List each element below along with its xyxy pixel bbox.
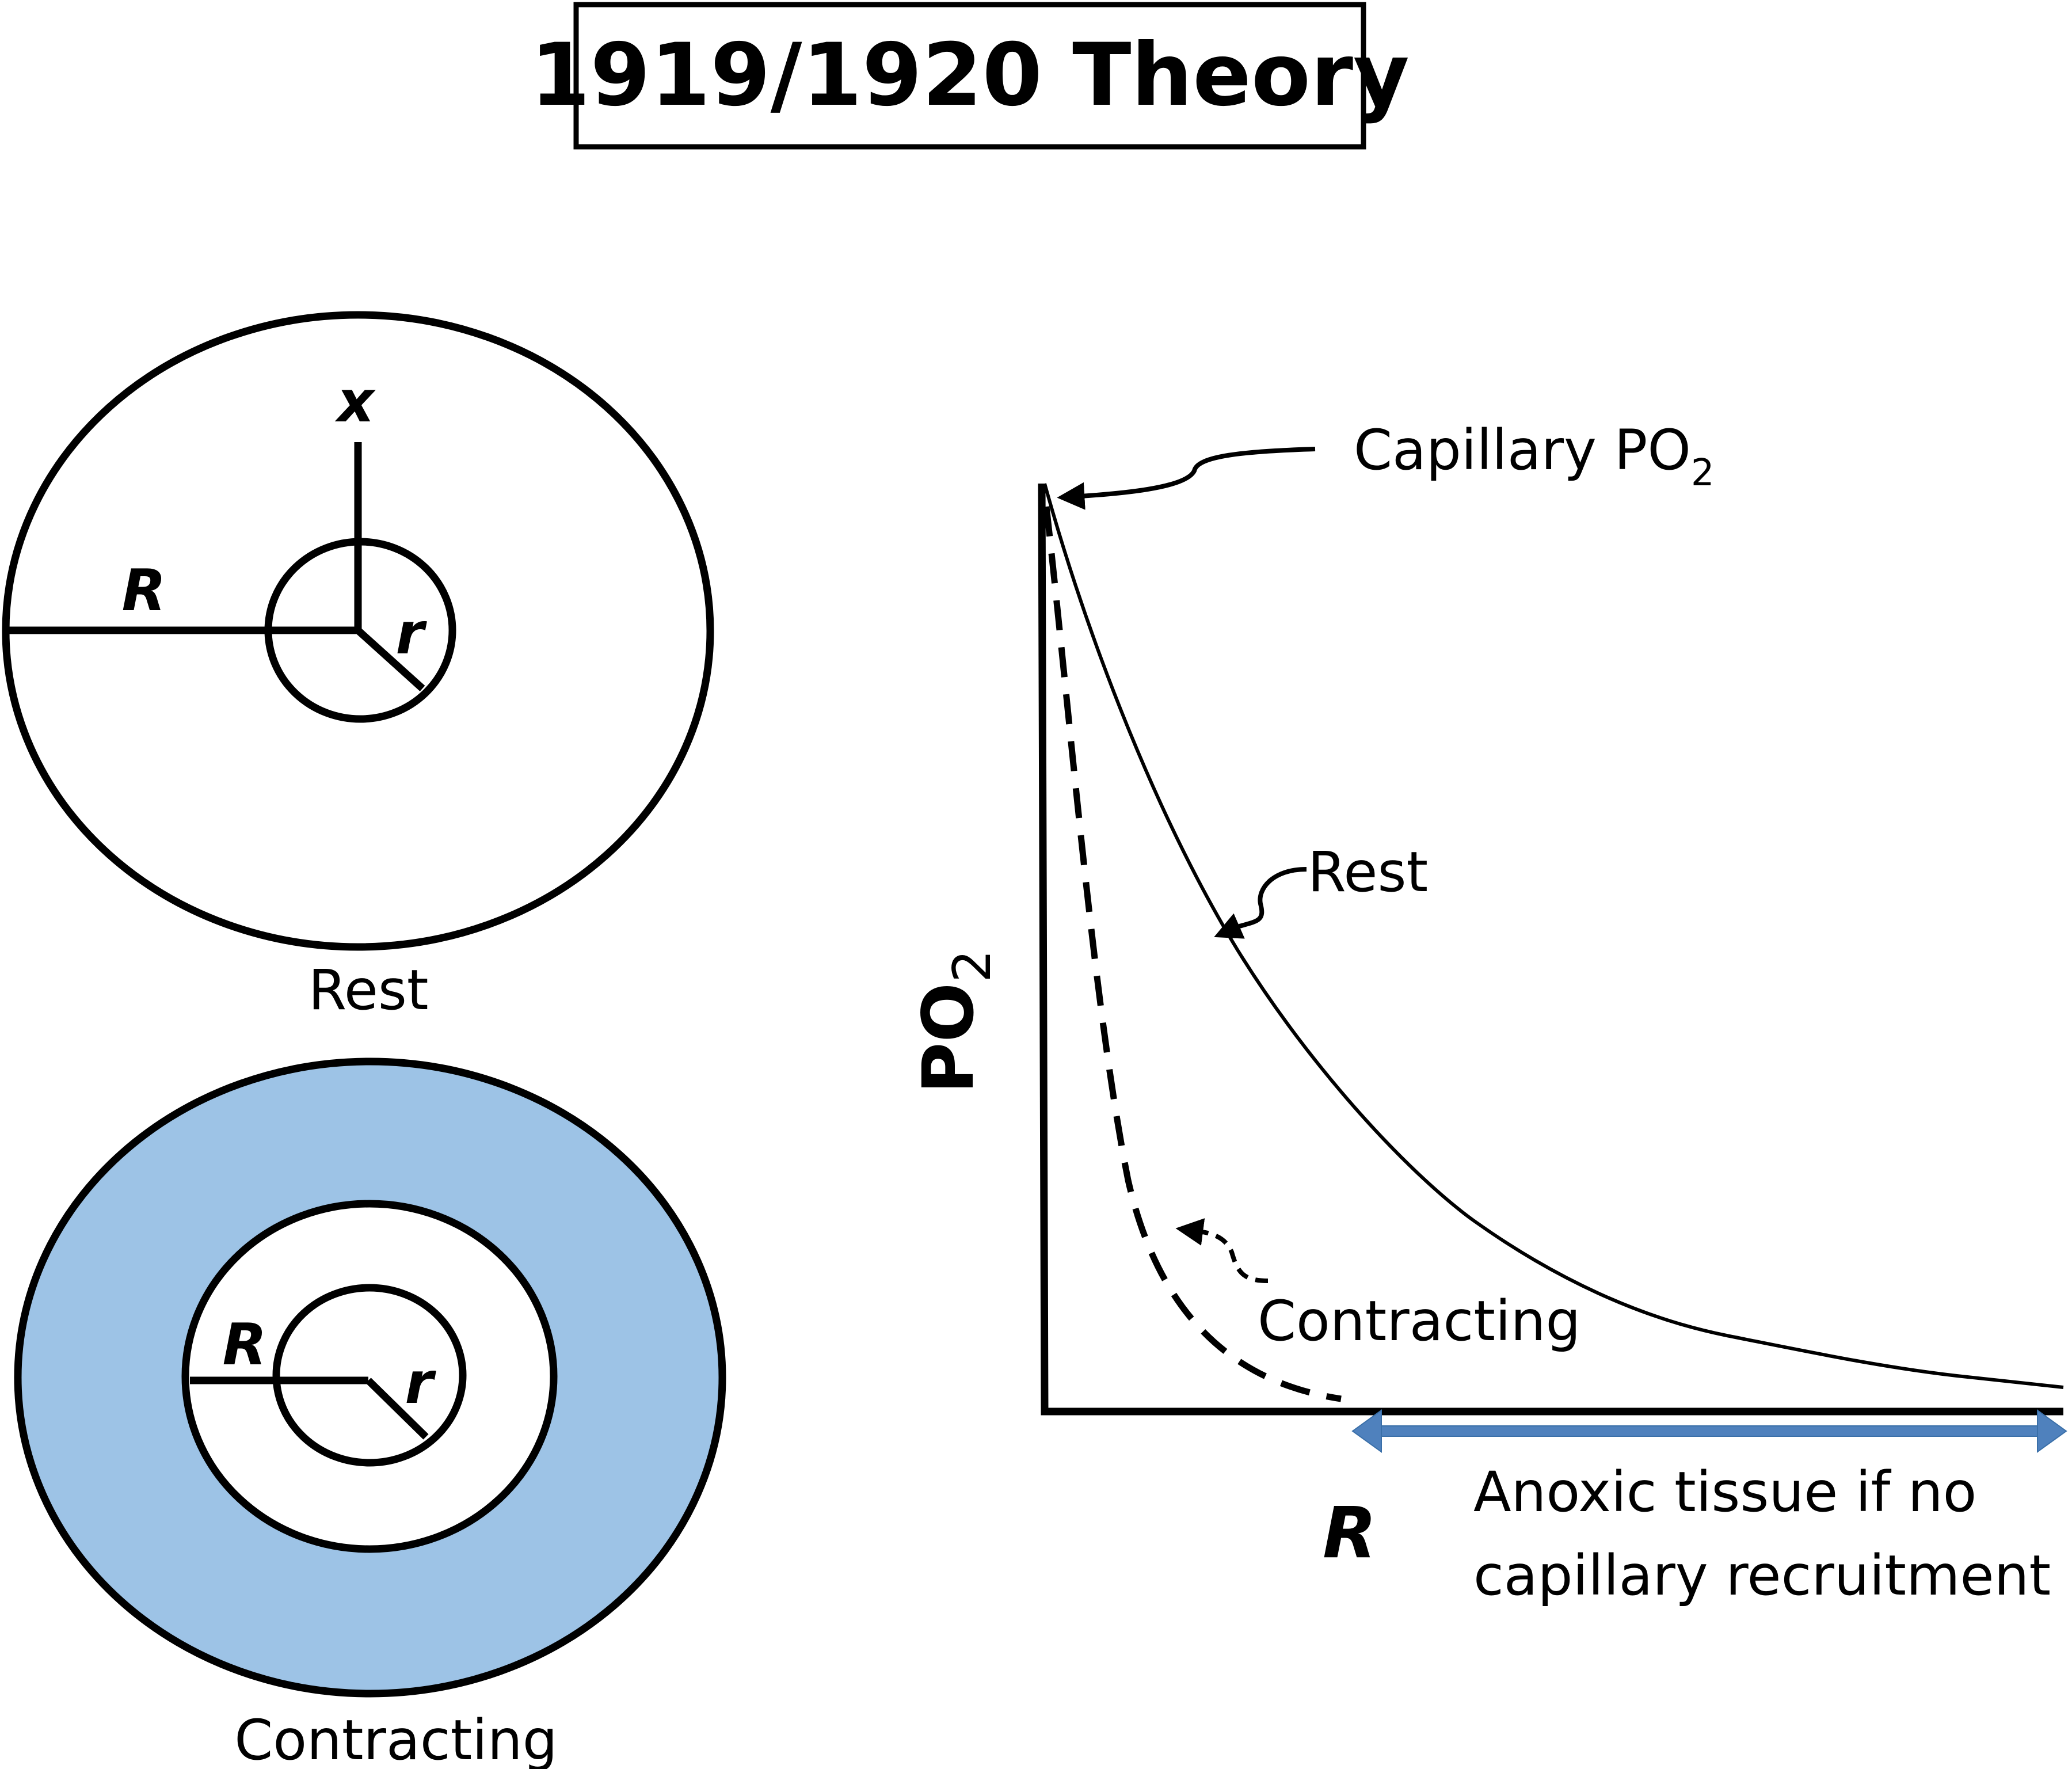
x-axis-label: R xyxy=(1323,1492,1377,1574)
capillary-po2-label: Capillary PO2 xyxy=(1354,418,1715,494)
anoxic-double-arrow xyxy=(1351,1409,2067,1453)
rest-label-r: r xyxy=(395,600,427,667)
anoxic-label-line1: Anoxic tissue if no xyxy=(1473,1460,1976,1524)
contracting-curve-label: Contracting xyxy=(1258,1289,1580,1353)
contracting-caption: Contracting xyxy=(234,1708,557,1769)
capillary-callout-arrow xyxy=(1057,447,1316,510)
contracting-radius-r-line xyxy=(365,1378,429,1440)
contracting-curve xyxy=(1043,506,1342,1402)
y-axis-label: PO2 xyxy=(908,950,1003,1094)
graph-axes xyxy=(1038,483,2063,1416)
anoxic-label-line2: capillary recruitment xyxy=(1473,1543,2051,1608)
contracting-diagram: R r Contracting xyxy=(14,1057,726,1769)
rest-caption: Rest xyxy=(308,958,428,1022)
rest-label-R: R xyxy=(121,557,166,624)
rest-radius-r-line xyxy=(355,627,425,691)
contracting-callout-arrow xyxy=(1175,1218,1269,1283)
rest-callout-arrow xyxy=(1214,867,1307,939)
y-axis-label-text: PO2 xyxy=(908,950,1003,1094)
capillary-po2-text: Capillary PO xyxy=(1354,418,1691,482)
rest-label-x: x xyxy=(334,368,376,435)
page-title: 1919/1920 Theory xyxy=(530,25,1410,125)
contracting-label-R: R xyxy=(222,1311,266,1378)
rest-curve-label: Rest xyxy=(1308,840,1428,904)
capillary-po2-subscript: 2 xyxy=(1691,452,1715,494)
po2-graph: Capillary PO2 Rest Contracting PO2 R Ano… xyxy=(908,418,2067,1608)
contracting-label-r: r xyxy=(405,1349,436,1417)
title-box: 1919/1920 Theory xyxy=(530,2,1410,150)
contracting-capillary-circle xyxy=(272,1284,467,1467)
rest-diagram: R r x Rest xyxy=(2,311,714,1022)
rest-curve xyxy=(1043,483,2064,1389)
